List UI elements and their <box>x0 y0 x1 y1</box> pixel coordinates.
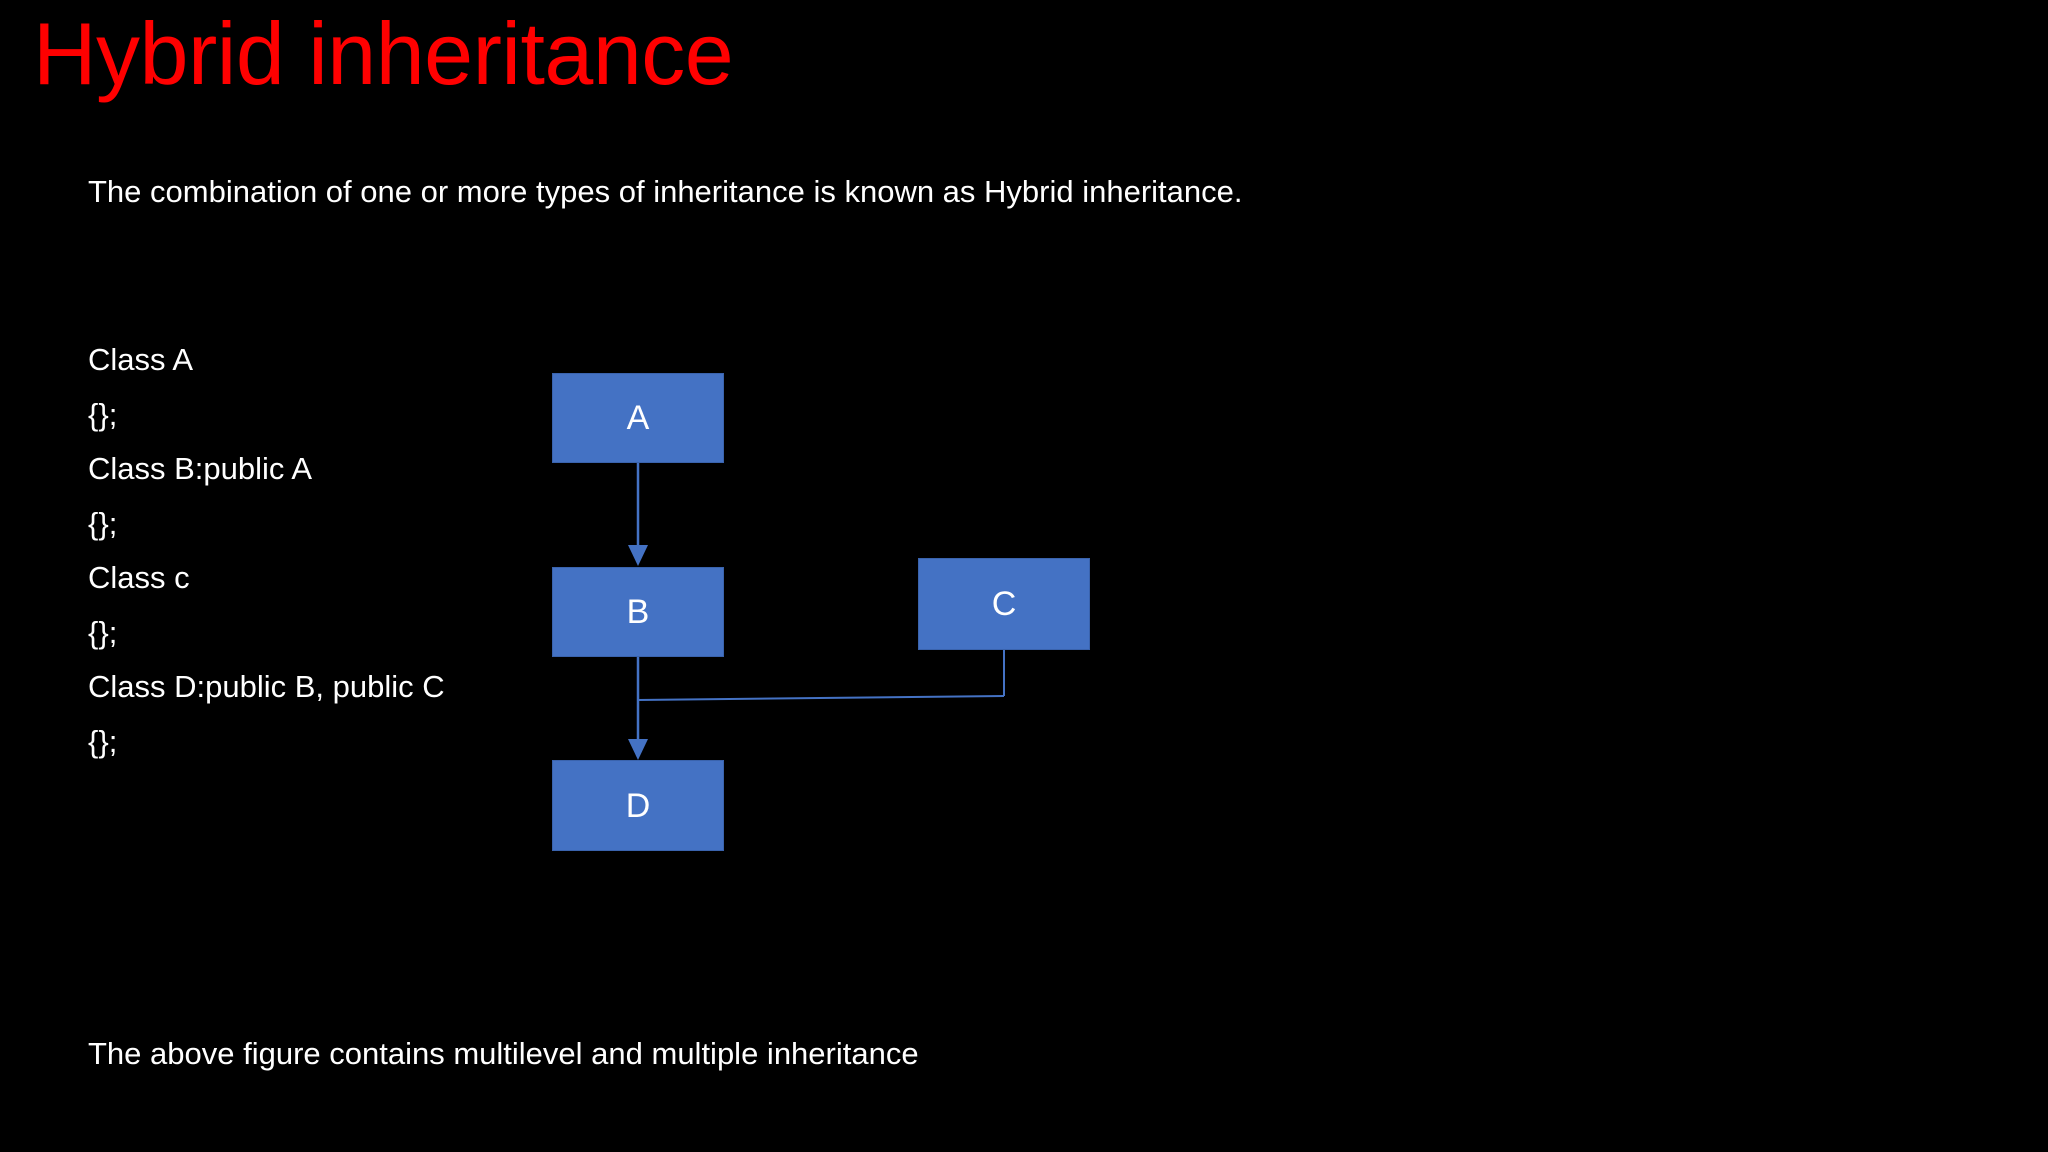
page-title: Hybrid inheritance <box>33 4 734 103</box>
node-label-d: D <box>625 786 651 825</box>
diagram-node-b[interactable]: B <box>552 567 724 657</box>
code-line: Class D:public B, public C <box>88 669 445 704</box>
code-line: {}; <box>88 396 118 432</box>
code-line: {}; <box>88 614 118 650</box>
diagram-node-d[interactable]: D <box>552 760 724 851</box>
code-listing: Class A {}; Class B:public A {}; Class c… <box>88 333 518 769</box>
code-line: Class A <box>88 342 194 377</box>
code-line: Class c <box>88 560 190 595</box>
edge-c-to-d <box>637 650 1005 701</box>
node-label-b: B <box>626 593 650 631</box>
edge-b-to-d <box>628 657 648 760</box>
node-label-c: C <box>991 585 1017 623</box>
outro-paragraph: The above figure contains multilevel and… <box>88 1036 919 1071</box>
intro-paragraph: The combination of one or more types of … <box>88 174 1243 209</box>
code-line: {}; <box>88 505 118 541</box>
code-line: Class B:public A <box>88 451 312 486</box>
node-label-a: A <box>626 399 650 437</box>
code-line: {}; <box>88 723 118 759</box>
edge-a-to-b <box>628 463 648 566</box>
diagram-node-c[interactable]: C <box>918 558 1090 650</box>
diagram-node-a[interactable]: A <box>552 373 724 463</box>
